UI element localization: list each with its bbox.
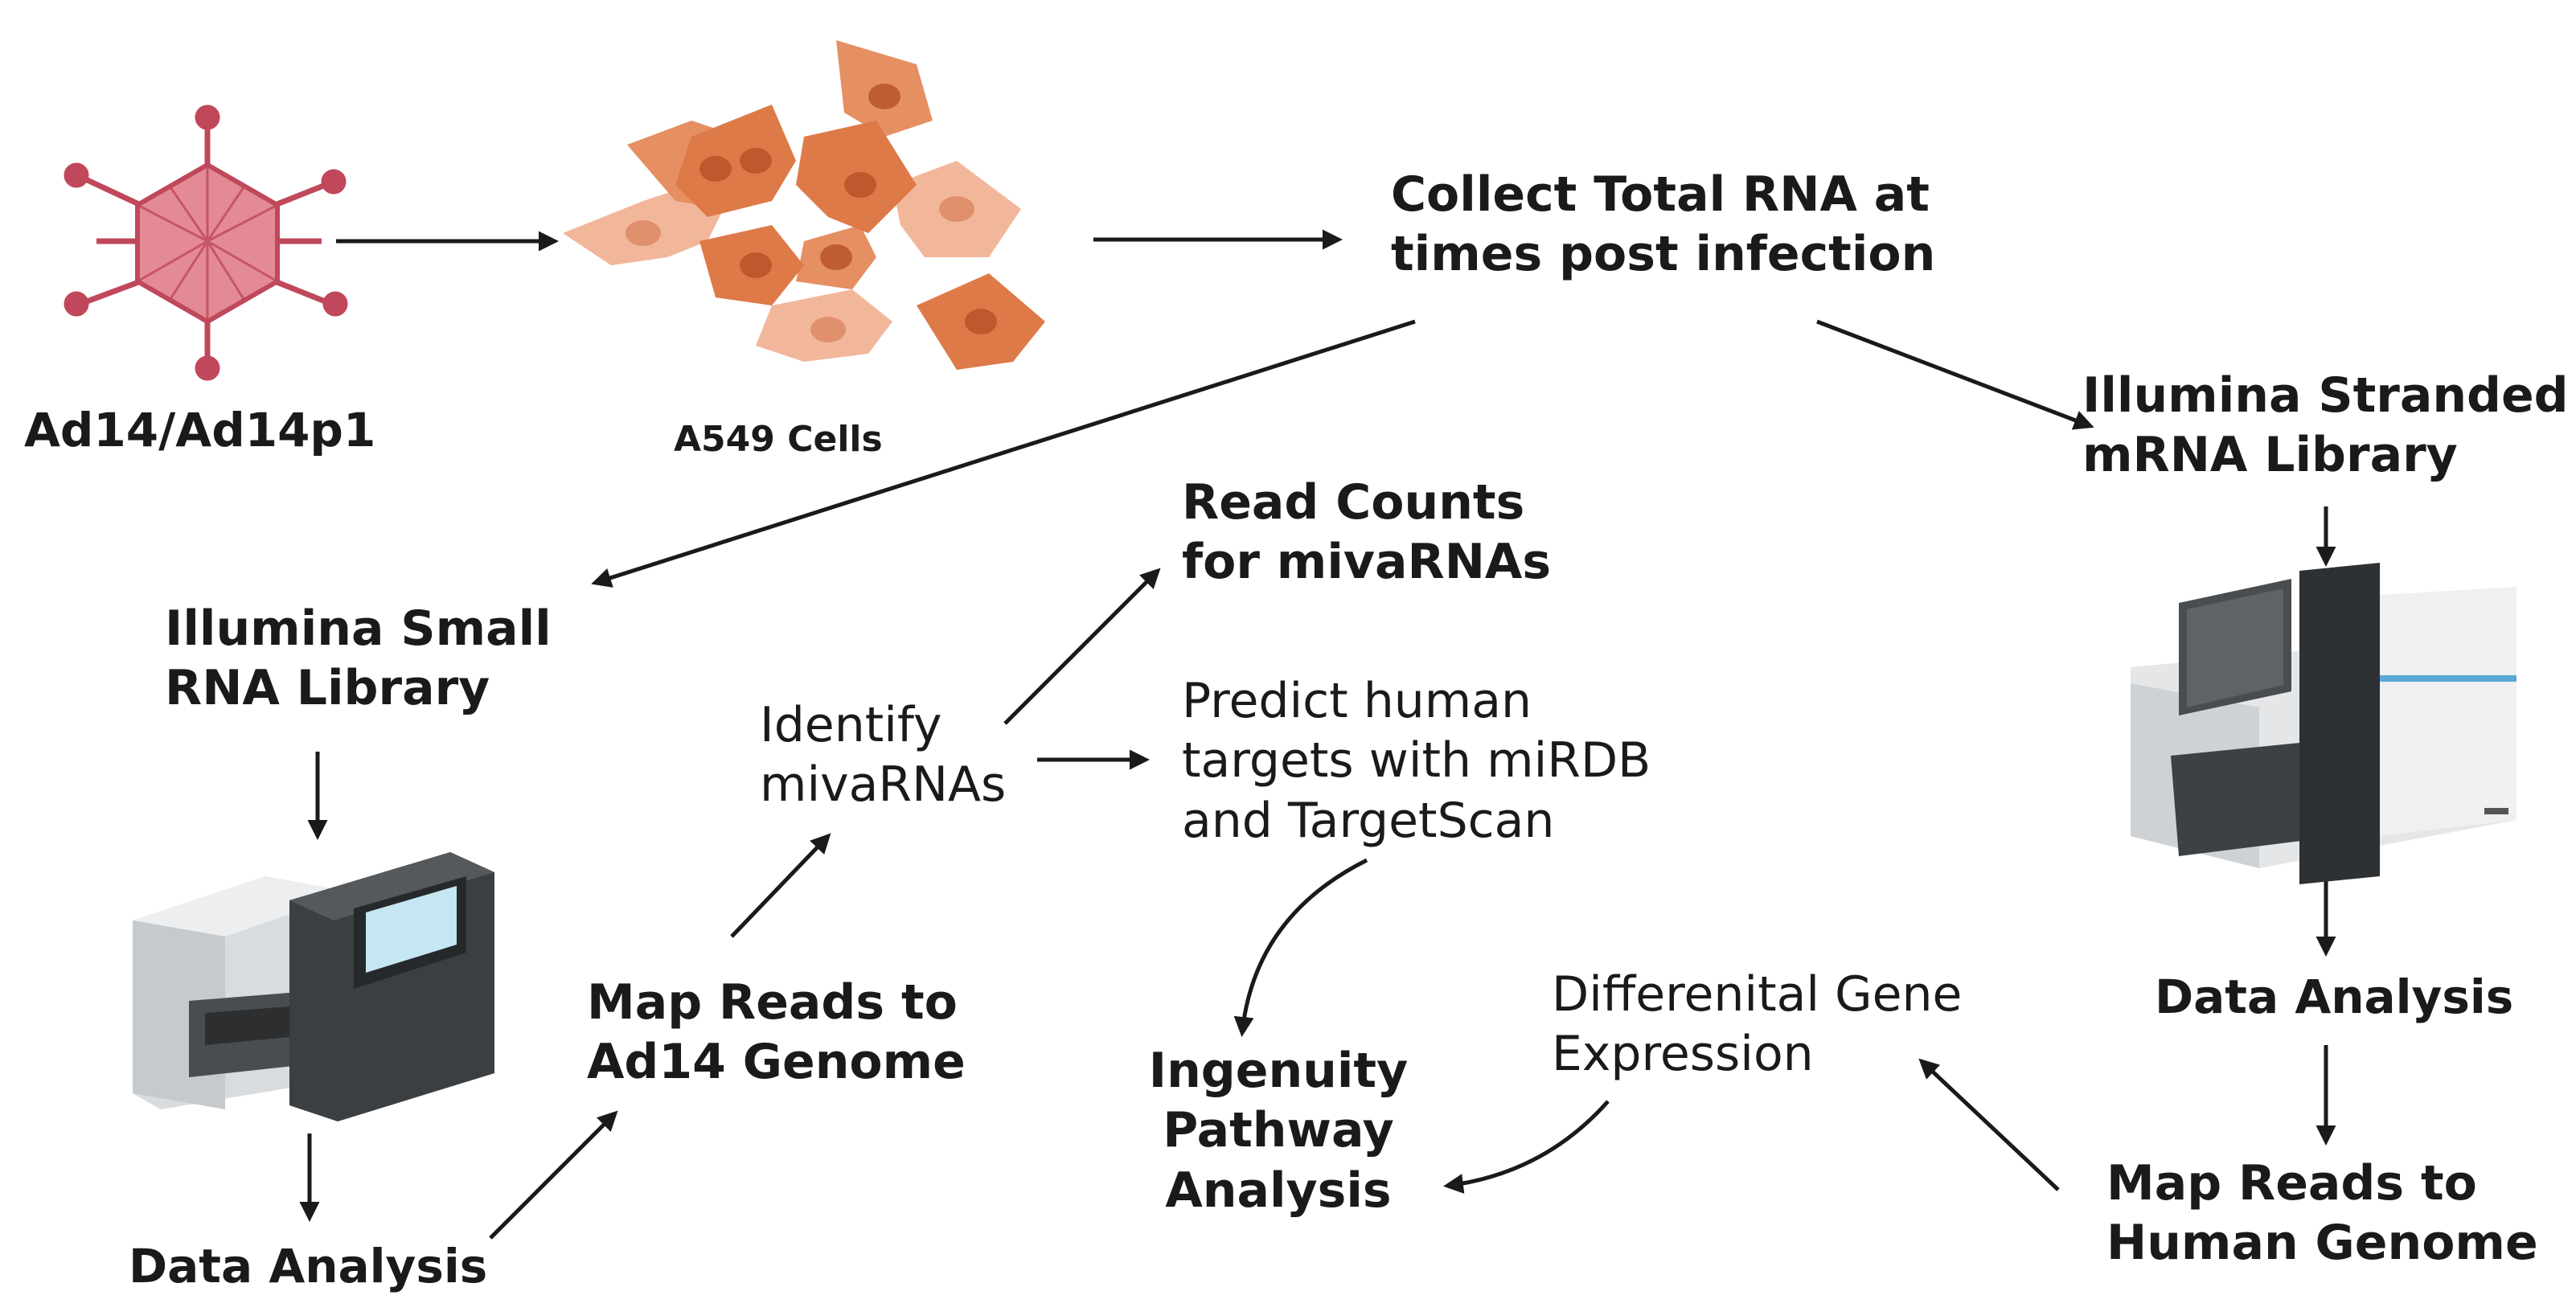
small-library-line-1: Illumina Small xyxy=(165,601,552,657)
flow-arrows xyxy=(299,229,2336,1240)
collect-rna-line-2: times post infection xyxy=(1391,226,1936,283)
predict-line-1: Predict human xyxy=(1182,673,1532,729)
diff-expr-line-1: Differenital Gene xyxy=(1552,966,1963,1023)
identify-line-2: mivaRNAs xyxy=(760,756,1007,814)
predict-targets-label: Predict human targets with miRDB and Tar… xyxy=(1182,671,1651,851)
arrow-identify-to-read-counts xyxy=(1003,568,1161,725)
left-data-analysis-label: Data Analysis xyxy=(129,1239,488,1293)
arrow-map-ad14-to-identify xyxy=(730,833,831,938)
collect-rna-line-1: Collect Total RNA at xyxy=(1391,166,1930,223)
stranded-mrna-library-label: Illumina Stranded mRNA Library xyxy=(2082,366,2569,486)
arrow-diff-to-ingenuity xyxy=(1443,1100,1610,1194)
adenovirus-icon xyxy=(64,105,348,381)
map-human-line-2: Human Genome xyxy=(2106,1215,2538,1272)
collect-rna-label: Collect Total RNA at times post infectio… xyxy=(1391,165,1935,285)
map-ad14-line-1: Map Reads to xyxy=(587,974,958,1031)
ingenuity-pathway-label: Ingenuity Pathway Analysis xyxy=(1149,1041,1408,1220)
arrow-left-analysis-to-map-ad14 xyxy=(489,1110,618,1240)
stranded-library-line-2: mRNA Library xyxy=(2082,427,2458,484)
ingenuity-line-1: Ingenuity xyxy=(1148,1043,1409,1099)
predict-line-3: and TargetScan xyxy=(1182,792,1555,849)
identify-line-1: Identify xyxy=(760,697,942,753)
arrow-predict-to-ingenuity xyxy=(1233,858,1368,1037)
virus-label: Ad14/Ad14p1 xyxy=(24,403,376,457)
diff-expr-line-2: Expression xyxy=(1552,1026,1814,1083)
small-library-line-2: RNA Library xyxy=(165,660,490,717)
a549-cells-icon xyxy=(563,40,1045,370)
small-rna-library-label: Illumina Small RNA Library xyxy=(165,599,552,719)
map-ad14-line-2: Ad14 Genome xyxy=(587,1034,966,1091)
map-human-label: Map Reads to Human Genome xyxy=(2106,1154,2538,1273)
small-rna-sequencer-icon xyxy=(133,852,494,1121)
ingenuity-line-2: Pathway xyxy=(1163,1102,1394,1159)
ingenuity-line-3: Analysis xyxy=(1165,1162,1392,1219)
arrow-collect-to-stranded xyxy=(1816,319,2094,430)
read-counts-label: Read Counts for mivaRNAs xyxy=(1182,473,1551,592)
read-counts-line-1: Read Counts xyxy=(1182,474,1525,531)
stranded-mrna-sequencer-icon xyxy=(2131,563,2517,884)
map-human-line-1: Map Reads to xyxy=(2106,1155,2477,1211)
stranded-library-line-1: Illumina Stranded xyxy=(2082,367,2569,424)
identify-mivarnas-label: Identify mivaRNAs xyxy=(760,695,1006,815)
cells-label: A549 Cells xyxy=(674,419,883,460)
predict-line-2: targets with miRDB xyxy=(1182,732,1651,789)
right-data-analysis-label: Data Analysis xyxy=(2155,970,2514,1024)
differential-expression-label: Differenital Gene Expression xyxy=(1552,965,1962,1084)
arrow-map-human-to-diff xyxy=(1918,1058,2060,1191)
read-counts-line-2: for mivaRNAs xyxy=(1182,534,1552,591)
arrow-collect-to-small xyxy=(591,319,1416,588)
map-ad14-label: Map Reads to Ad14 Genome xyxy=(587,973,966,1093)
